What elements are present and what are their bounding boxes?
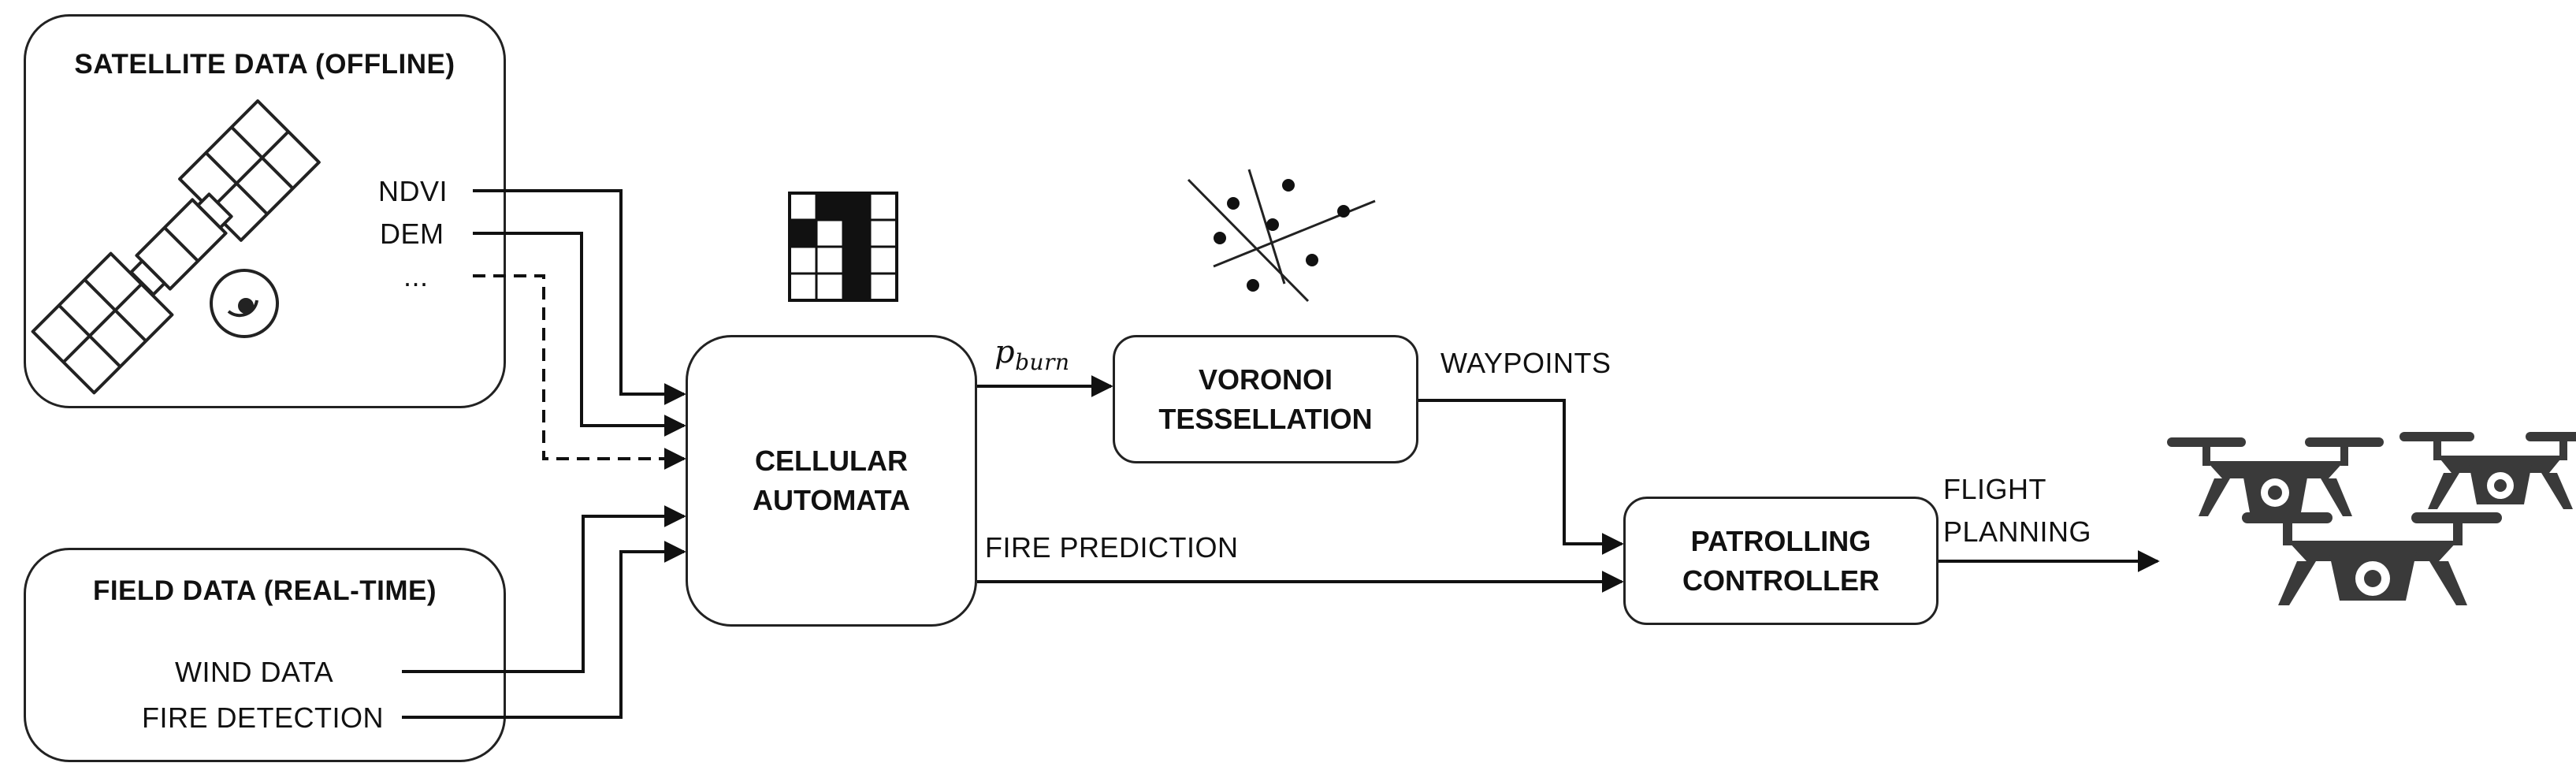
field-data-title: FIELD DATA (REAL-TIME): [92, 575, 437, 606]
ndvi-connector: [473, 189, 686, 405]
cellular-automata-line2: AUTOMATA: [753, 484, 910, 516]
controller-line2: CONTROLLER: [1682, 564, 1879, 597]
voronoi-icon: [1187, 169, 1376, 303]
flight-line1: FLIGHT: [1943, 473, 2047, 505]
wind-data-label: WIND DATA: [175, 656, 334, 688]
p-burn-base: p: [994, 334, 1016, 370]
wind-connector: [402, 505, 686, 673]
drone-icon: [2167, 432, 2576, 605]
field-data-box: [24, 548, 506, 762]
flight-planning-label: FLIGHT PLANNING: [1943, 468, 2091, 553]
cellular-automata-line1: CELLULAR: [755, 445, 908, 477]
ndvi-label: NDVI: [378, 175, 448, 207]
dem-label: DEM: [380, 218, 444, 250]
fire-prediction-label: FIRE PREDICTION: [985, 531, 1239, 564]
ellipsis-label: ...: [403, 260, 429, 292]
waypoints-label: WAYPOINTS: [1440, 347, 1611, 379]
flight-line2: PLANNING: [1943, 515, 2092, 548]
voronoi-line1: VORONOI: [1198, 363, 1333, 396]
voronoi-tessellation-box: VORONOI TESSELLATION: [1113, 335, 1418, 463]
patrolling-controller-box: PATROLLING CONTROLLER: [1623, 497, 1939, 625]
controller-line1: PATROLLING: [1690, 524, 1872, 557]
satellite-icon: [31, 99, 321, 395]
other-data-connector: [473, 274, 686, 470]
satellite-data-title: SATELLITE DATA (OFFLINE): [74, 49, 455, 80]
fire-detection-connector: [402, 541, 686, 719]
grid-icon: [788, 192, 898, 302]
waypoints-arrow: [1418, 399, 1624, 555]
voronoi-line2: TESSELLATION: [1158, 402, 1373, 435]
dem-connector: [473, 232, 686, 437]
p-burn-sub: burn: [1015, 349, 1070, 375]
fire-detection-label: FIRE DETECTION: [142, 701, 385, 734]
cellular-automata-box: CELLULAR AUTOMATA: [686, 335, 977, 627]
p-burn-label: pburn: [994, 334, 1069, 375]
